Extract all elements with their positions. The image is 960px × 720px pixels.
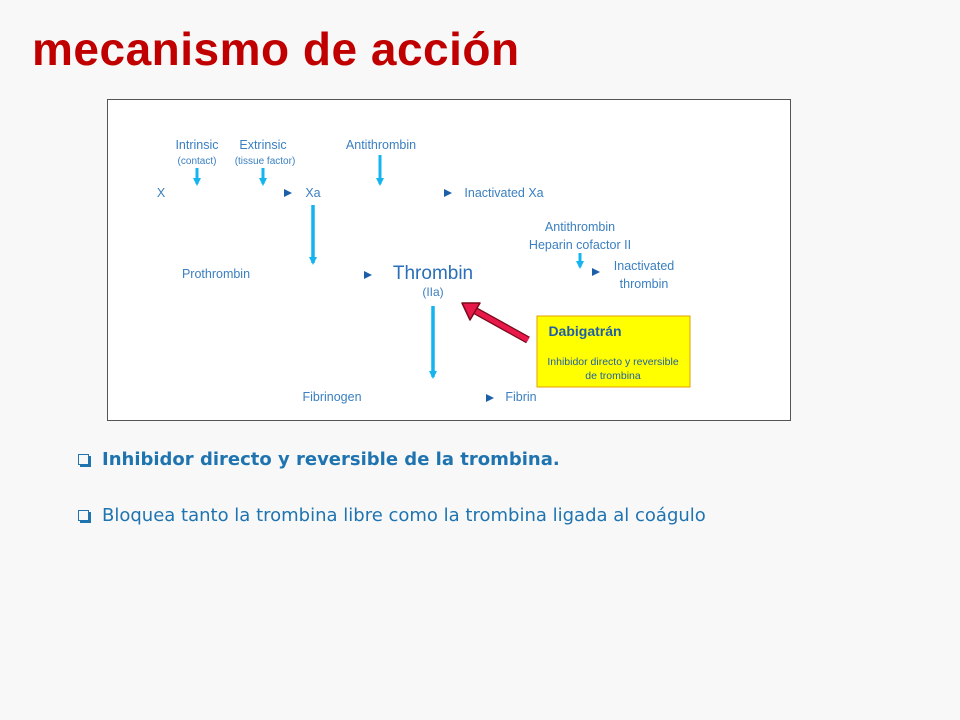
label-antithrombin-top: Antithrombin xyxy=(346,138,416,152)
label-intrinsic: Intrinsic xyxy=(175,138,218,152)
label-drug-desc-2: de trombina xyxy=(585,370,641,382)
label-thrombin: Thrombin xyxy=(393,263,473,284)
checkbox-bullet-icon xyxy=(78,454,89,465)
label-extrinsic-sub: (tissue factor) xyxy=(235,156,296,167)
bullet-item: Inhibidor directo y reversible de la tro… xyxy=(76,445,916,475)
label-drug-desc-1: Inhibidor directo y reversible xyxy=(547,356,678,368)
label-fibrinogen: Fibrinogen xyxy=(302,390,361,404)
label-prothrombin: Prothrombin xyxy=(182,267,250,281)
label-intrinsic-sub: (contact) xyxy=(178,156,217,167)
diagram-canvas: Intrinsic (contact) Extrinsic (tissue fa… xyxy=(157,138,691,404)
label-inactivated-thrombin-2: thrombin xyxy=(620,277,669,291)
dabigatran-box xyxy=(536,315,691,388)
label-fibrin: Fibrin xyxy=(505,390,536,404)
coagulation-diagram: Intrinsic (contact) Extrinsic (tissue fa… xyxy=(107,99,791,421)
label-xa: Xa xyxy=(305,186,320,200)
label-inactivated-xa: Inactivated Xa xyxy=(464,186,543,200)
inhibitor-arrow xyxy=(461,302,530,344)
label-antithrombin-mid: Antithrombin xyxy=(545,220,615,234)
label-thrombin-sub: (IIa) xyxy=(422,285,443,299)
bullet-text: Inhibidor directo y reversible de la tro… xyxy=(102,449,560,470)
bullet-text: Bloquea tanto la trombina libre como la … xyxy=(102,505,706,526)
bullet-list: Inhibidor directo y reversible de la tro… xyxy=(76,445,916,531)
bullet-item: Bloquea tanto la trombina libre como la … xyxy=(76,501,916,531)
slide-title: mecanismo de acción xyxy=(32,23,520,75)
checkbox-bullet-icon xyxy=(78,510,89,521)
label-inactivated-thrombin-1: Inactivated xyxy=(614,259,675,273)
label-x: X xyxy=(157,186,166,200)
label-extrinsic: Extrinsic xyxy=(239,138,286,152)
label-heparin-cofactor: Heparin cofactor II xyxy=(529,238,631,252)
label-dabigatran: Dabigatrán xyxy=(548,323,621,339)
